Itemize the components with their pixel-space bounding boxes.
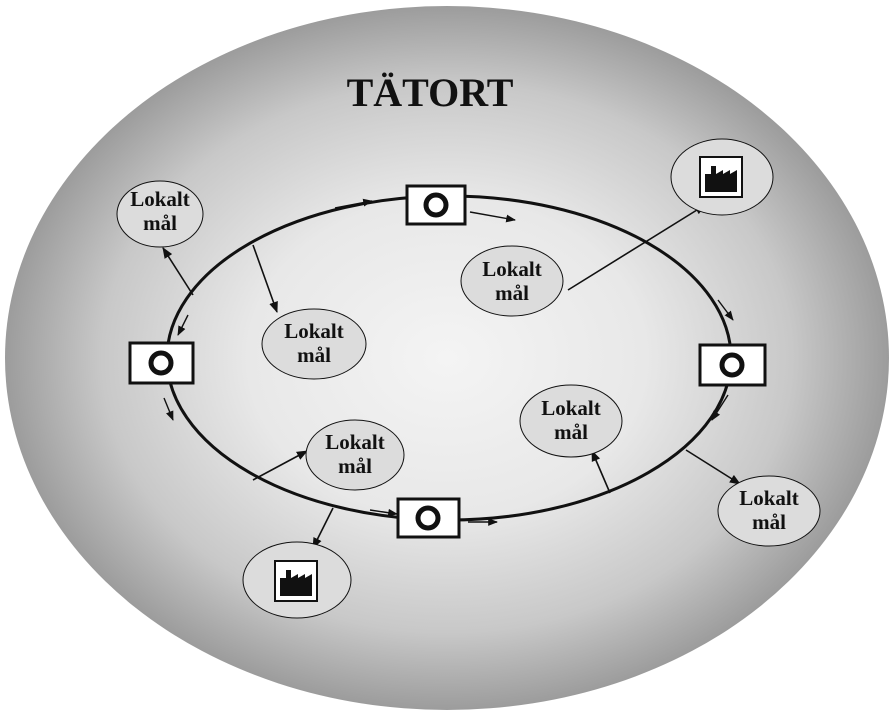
local-goal-outer-right: Lokalt mål <box>717 475 821 547</box>
local-goal-line1: Lokalt <box>284 319 344 343</box>
station-right <box>698 343 767 387</box>
local-goal-line2: mål <box>495 281 529 305</box>
town-title: TÄTORT <box>347 70 514 115</box>
ring-arrow <box>369 508 398 517</box>
ring-arrow <box>711 394 729 421</box>
station-ring-icon <box>148 350 174 376</box>
station-ring-icon <box>719 352 745 378</box>
station-bottom <box>396 497 461 539</box>
local-goal-line1: Lokalt <box>325 430 385 454</box>
local-goal-top-left: Lokalt mål <box>116 180 204 248</box>
local-goal-inner-left: Lokalt mål <box>261 308 367 380</box>
local-goal-line1: Lokalt <box>541 396 601 420</box>
local-goal-line2: mål <box>143 211 177 235</box>
ring-direction-arrows <box>163 198 734 526</box>
connector-top-left <box>162 247 194 296</box>
factory-icon <box>699 156 743 198</box>
local-goal-line2: mål <box>297 343 331 367</box>
connector-factory-bottom <box>312 507 334 550</box>
town-area <box>5 6 889 710</box>
local-goal-line2: mål <box>752 510 786 534</box>
local-goal-inner-bottom-right: Lokalt mål <box>519 384 623 458</box>
connector-inner-bottom-right <box>591 449 611 494</box>
factory-top-right <box>670 138 774 216</box>
local-goal-line2: mål <box>554 420 588 444</box>
local-goal-inner-top-right: Lokalt mål <box>460 245 564 317</box>
station-ring-icon <box>415 505 441 531</box>
ring-arrow <box>717 299 734 321</box>
connector-factory-top <box>567 204 706 291</box>
factory-icon <box>274 560 318 602</box>
local-goal-line1: Lokalt <box>482 257 542 281</box>
connector-inner-left <box>252 244 278 314</box>
local-goal-line1: Lokalt <box>130 187 190 211</box>
ring-arrow <box>163 397 174 421</box>
ring-arrow <box>334 198 373 209</box>
connector-outer-right <box>685 449 741 485</box>
station-ring-icon <box>423 192 449 218</box>
station-top <box>405 184 467 226</box>
local-goal-inner-bottom-left: Lokalt mål <box>305 419 405 491</box>
factory-bottom-left <box>242 541 352 619</box>
connectors <box>162 204 741 550</box>
local-goal-line2: mål <box>338 454 372 478</box>
ring-arrow <box>177 314 189 336</box>
local-goal-line1: Lokalt <box>739 486 799 510</box>
ring-arrow <box>469 211 516 223</box>
connector-inner-bottom-left <box>252 450 308 481</box>
station-left <box>128 341 195 385</box>
